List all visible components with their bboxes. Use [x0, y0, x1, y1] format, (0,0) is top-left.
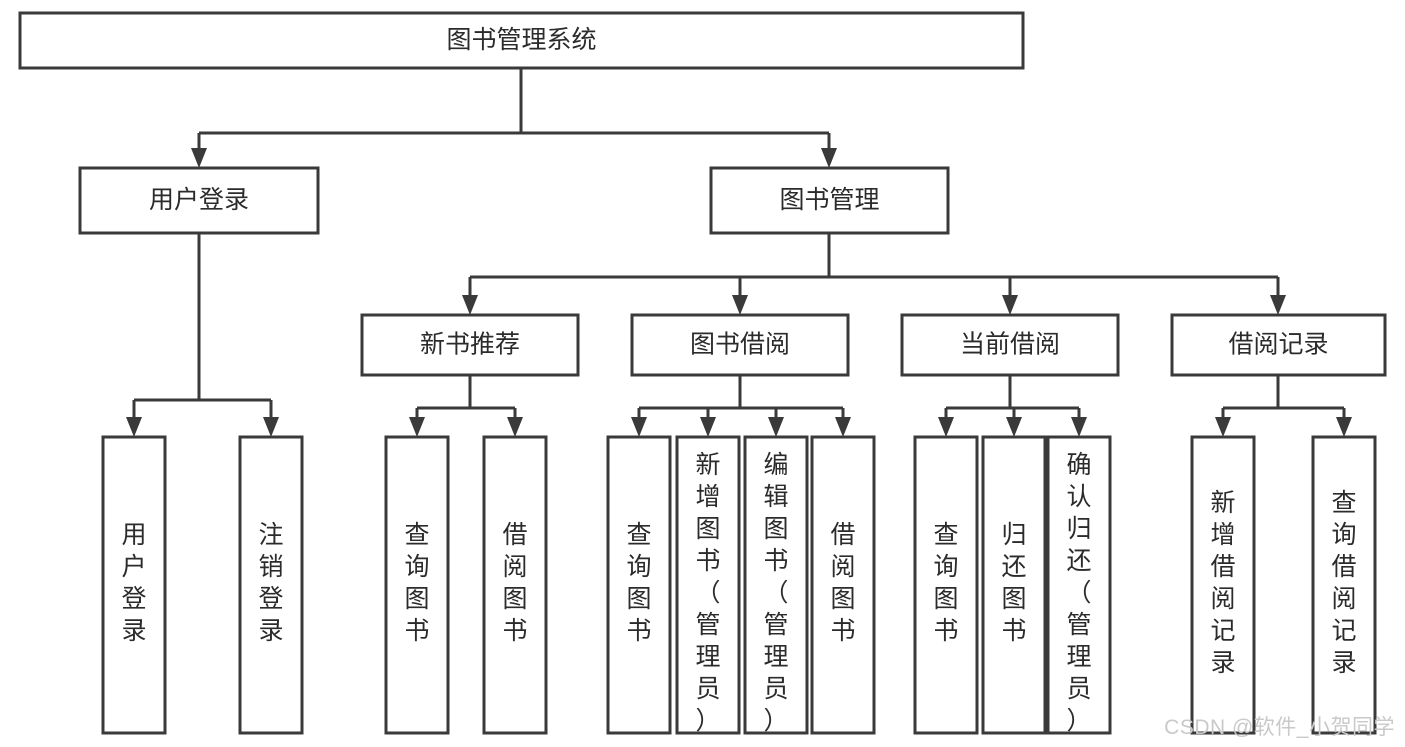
node-box-leaf-add-borrow-record[interactable]	[1190, 435, 1256, 735]
node-label-leaf-logout: 注销登录	[258, 521, 283, 645]
node-label-leaf-query-book-3: 查询图书	[933, 521, 958, 645]
node-label-leaf-query-book-1: 查询图书	[404, 521, 429, 645]
node-box-leaf-query-book-2[interactable]	[606, 435, 672, 735]
node-label-leaf-confirm-return-admin: 确认归还（管理员）	[1066, 451, 1091, 735]
node-box-leaf-confirm-return-admin[interactable]	[1046, 435, 1112, 735]
connector-arrowhead	[462, 295, 478, 315]
node-label-leaf-borrow-book-1: 借阅图书	[502, 521, 527, 645]
node-label-leaf-add-borrow-record: 新增借阅记录	[1210, 489, 1235, 677]
connector-arrowhead	[835, 417, 851, 437]
node-label-leaf-add-book-admin: 新增图书（管理员）	[695, 451, 720, 735]
node-label-current-borrow: 当前借阅	[960, 331, 1060, 359]
csdn-watermark: CSDN @软件_小贺同学	[1164, 716, 1395, 739]
node-box-leaf-query-book-3[interactable]	[913, 435, 979, 735]
node-leaf-return-book[interactable]: 归还图书	[981, 435, 1047, 735]
node-box-leaf-user-login[interactable]	[101, 435, 167, 735]
node-box-root[interactable]	[18, 11, 1025, 70]
node-leaf-borrow-book-2[interactable]: 借阅图书	[810, 435, 876, 735]
node-new-book-recommend[interactable]: 新书推荐	[360, 313, 580, 377]
node-box-user-login[interactable]	[78, 166, 320, 235]
node-leaf-edit-book-admin[interactable]: 编辑图书（管理员）	[743, 435, 809, 735]
node-label-root: 图书管理系统	[446, 26, 596, 54]
connector-arrowhead	[1336, 417, 1352, 437]
node-box-book-management[interactable]	[709, 166, 950, 235]
node-box-leaf-logout[interactable]	[238, 435, 304, 735]
connector-arrowhead	[263, 417, 279, 437]
connector-arrowhead	[1071, 417, 1087, 437]
node-leaf-query-book-3[interactable]: 查询图书	[913, 435, 979, 735]
node-label-new-book-recommend: 新书推荐	[420, 331, 520, 359]
node-label-user-login: 用户登录	[149, 186, 249, 214]
node-box-leaf-query-borrow-record[interactable]	[1311, 435, 1377, 735]
connector-arrowhead	[631, 417, 647, 437]
node-leaf-add-borrow-record[interactable]: 新增借阅记录	[1190, 435, 1256, 735]
connector-arrowhead	[1002, 295, 1018, 315]
node-book-borrow[interactable]: 图书借阅	[630, 313, 850, 377]
node-box-leaf-query-book-1[interactable]	[384, 435, 450, 735]
connector-arrowhead	[191, 148, 207, 168]
node-label-leaf-borrow-book-2: 借阅图书	[830, 521, 855, 645]
connector-arrowhead	[821, 148, 837, 168]
node-box-leaf-borrow-book-1[interactable]	[482, 435, 548, 735]
node-leaf-logout[interactable]: 注销登录	[238, 435, 304, 735]
node-box-borrow-record[interactable]	[1170, 313, 1387, 377]
connector-arrowhead	[126, 417, 142, 437]
node-leaf-confirm-return-admin[interactable]: 确认归还（管理员）	[1046, 435, 1112, 735]
connector-arrowhead	[938, 417, 954, 437]
connector-arrowhead	[1215, 417, 1231, 437]
node-leaf-add-book-admin[interactable]: 新增图书（管理员）	[675, 435, 741, 735]
node-label-leaf-query-book-2: 查询图书	[626, 521, 651, 645]
node-box-leaf-add-book-admin[interactable]	[675, 435, 741, 735]
node-box-leaf-borrow-book-2[interactable]	[810, 435, 876, 735]
connector-arrowhead	[1006, 417, 1022, 437]
node-box-leaf-edit-book-admin[interactable]	[743, 435, 809, 735]
connector-arrowhead	[700, 417, 716, 437]
node-label-leaf-return-book: 归还图书	[1001, 521, 1026, 645]
node-book-management[interactable]: 图书管理	[709, 166, 950, 235]
connector-arrowhead	[409, 417, 425, 437]
node-user-login[interactable]: 用户登录	[78, 166, 320, 235]
node-box-leaf-return-book[interactable]	[981, 435, 1047, 735]
node-label-book-borrow: 图书借阅	[690, 331, 790, 359]
node-leaf-query-book-2[interactable]: 查询图书	[606, 435, 672, 735]
connector-arrowhead	[507, 417, 523, 437]
node-box-current-borrow[interactable]	[900, 313, 1120, 377]
node-label-borrow-record: 借阅记录	[1228, 331, 1328, 359]
node-leaf-query-book-1[interactable]: 查询图书	[384, 435, 450, 735]
node-label-leaf-query-borrow-record: 查询借阅记录	[1331, 489, 1356, 677]
node-current-borrow[interactable]: 当前借阅	[900, 313, 1120, 377]
node-box-book-borrow[interactable]	[630, 313, 850, 377]
node-root[interactable]: 图书管理系统	[18, 11, 1025, 70]
node-leaf-query-borrow-record[interactable]: 查询借阅记录	[1311, 435, 1377, 735]
node-leaf-borrow-book-1[interactable]: 借阅图书	[482, 435, 548, 735]
node-borrow-record[interactable]: 借阅记录	[1170, 313, 1387, 377]
connector-arrowhead	[732, 295, 748, 315]
connector-layer	[126, 68, 1352, 437]
node-label-leaf-user-login: 用户登录	[121, 521, 146, 645]
node-leaf-user-login[interactable]: 用户登录	[101, 435, 167, 735]
node-layer: 图书管理系统用户登录图书管理新书推荐图书借阅当前借阅借阅记录用户登录注销登录查询…	[18, 11, 1387, 735]
node-box-new-book-recommend[interactable]	[360, 313, 580, 377]
connector-arrowhead	[768, 417, 784, 437]
node-label-book-management: 图书管理	[779, 186, 879, 214]
connector-arrowhead	[1270, 295, 1286, 315]
node-label-leaf-edit-book-admin: 编辑图书（管理员）	[763, 451, 788, 735]
